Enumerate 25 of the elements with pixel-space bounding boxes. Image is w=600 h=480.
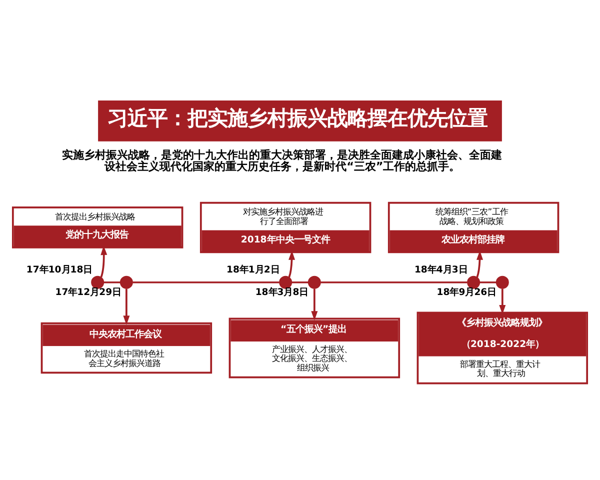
- node-circle: [120, 275, 133, 288]
- arrow: [123, 288, 130, 324]
- connector: [292, 280, 308, 283]
- arrow: [499, 288, 506, 314]
- node-circle: [308, 275, 321, 288]
- connector: [132, 280, 280, 283]
- arrow: [288, 250, 296, 278]
- node-label: 17年12月29日: [55, 286, 122, 298]
- node-label: 18年1月2日: [226, 264, 280, 276]
- arrow: [311, 288, 318, 320]
- connector: [320, 280, 468, 283]
- node-circle: [91, 275, 104, 288]
- node-circle: [467, 275, 480, 288]
- node-label: 18年3月8日: [255, 286, 308, 298]
- node-circle: [279, 275, 292, 288]
- connector: [480, 280, 496, 283]
- diagram-title: 习近平：把实施乡村振兴战略摆在优先位置: [107, 106, 488, 130]
- node-label: 18年4月3日: [414, 264, 468, 276]
- node-label: 17年10月18日: [26, 264, 92, 276]
- node-circle: [496, 275, 509, 288]
- label: 实施乡村振兴战略，是党的十九大作出的重大决策部署，是决胜全面建成小康社会、全面建设社会主义现代化国家的重大历史任务，是新时代“三农”工作的总抓手。: [62, 148, 502, 172]
- arrow: [100, 245, 108, 278]
- arrow: [476, 250, 484, 278]
- node-label: 18年9月26日: [436, 286, 496, 298]
- connector: [104, 280, 120, 283]
